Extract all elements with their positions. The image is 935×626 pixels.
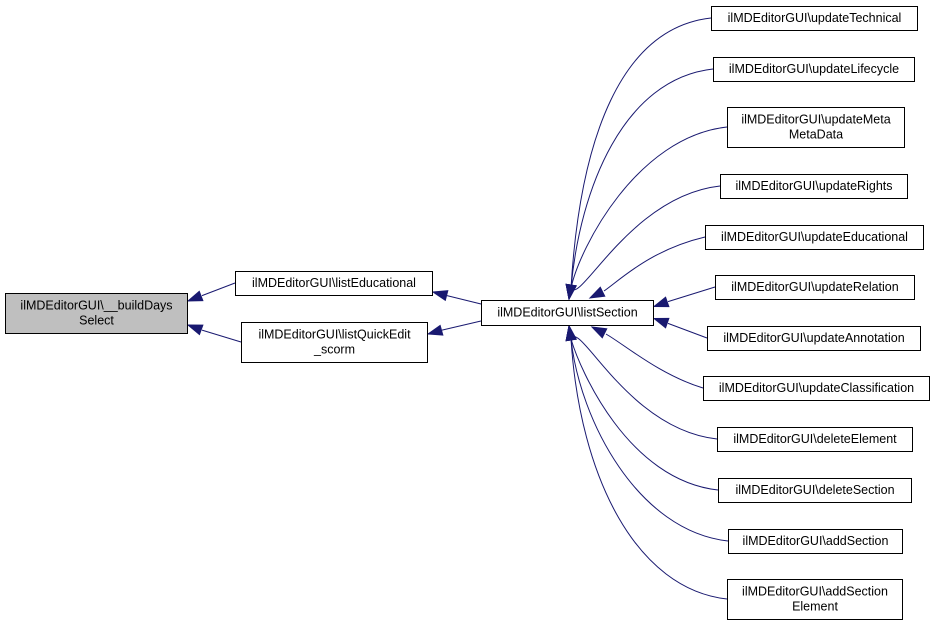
node-label: ilMDEditorGUI\listQuickEdit	[258, 328, 411, 342]
node-delete-section[interactable]: ilMDEditorGUI\deleteSection	[718, 478, 912, 503]
node-label: ilMDEditorGUI\updateMeta	[741, 113, 890, 127]
node-update-educational[interactable]: ilMDEditorGUI\updateEducational	[705, 225, 924, 250]
edges-layer	[186, 17, 729, 600]
node-box	[481, 300, 654, 326]
edge-list-section-to-list-quick-edit	[441, 320, 482, 331]
node-box	[705, 225, 924, 250]
arrowhead	[186, 324, 204, 336]
node-box	[713, 57, 915, 82]
node-label: _scorm	[313, 343, 355, 357]
node-label: ilMDEditorGUI\updateAnnotation	[723, 331, 904, 345]
node-label: ilMDEditorGUI\updateRelation	[731, 280, 898, 294]
arrowhead	[431, 290, 449, 302]
edge-list-section-to-list-educational	[446, 295, 482, 305]
node-update-technical[interactable]: ilMDEditorGUI\updateTechnical	[711, 6, 918, 31]
node-label: Select	[79, 314, 114, 328]
node-label: ilMDEditorGUI\deleteSection	[735, 483, 894, 497]
node-label: ilMDEditorGUI\updateClassification	[719, 381, 914, 395]
node-update-rights[interactable]: ilMDEditorGUI\updateRights	[720, 174, 908, 199]
edge-update-educational-to-list-section	[603, 236, 706, 292]
node-update-annotation[interactable]: ilMDEditorGUI\updateAnnotation	[707, 326, 921, 351]
node-label: ilMDEditorGUI\updateRights	[735, 179, 892, 193]
node-label: ilMDEditorGUI\listSection	[497, 306, 637, 320]
edge-add-section-to-list-section	[570, 338, 729, 542]
node-box	[715, 275, 915, 300]
arrowhead	[426, 324, 444, 336]
arrowhead	[652, 296, 670, 308]
node-box	[727, 107, 905, 148]
edge-update-annotation-to-list-section	[667, 322, 708, 339]
node-label: ilMDEditorGUI\addSection	[743, 534, 889, 548]
edge-list-educational-to-build-days	[201, 282, 236, 297]
node-box	[707, 326, 921, 351]
edge-update-rights-to-list-section	[570, 185, 721, 291]
node-add-section[interactable]: ilMDEditorGUI\addSection	[728, 529, 903, 554]
nodes-layer: ilMDEditorGUI\__buildDaysSelectilMDEdito…	[5, 6, 930, 620]
node-label: ilMDEditorGUI\deleteElement	[733, 432, 897, 446]
arrowhead	[565, 283, 577, 301]
node-update-classification[interactable]: ilMDEditorGUI\updateClassification	[703, 376, 930, 401]
node-delete-element[interactable]: ilMDEditorGUI\deleteElement	[717, 427, 913, 452]
node-box	[718, 478, 912, 503]
node-box	[703, 376, 930, 401]
node-box	[728, 529, 903, 554]
node-box	[717, 427, 913, 452]
node-list-educational[interactable]: ilMDEditorGUI\listEducational	[235, 271, 433, 296]
node-update-relation[interactable]: ilMDEditorGUI\updateRelation	[715, 275, 915, 300]
node-box	[727, 579, 903, 620]
edge-update-classification-to-list-section	[605, 333, 704, 389]
arrowhead	[652, 317, 670, 329]
arrowhead	[590, 326, 608, 339]
arrowhead	[565, 324, 577, 342]
node-update-lifecycle[interactable]: ilMDEditorGUI\updateLifecycle	[713, 57, 915, 82]
edge-update-relation-to-list-section	[667, 286, 716, 303]
node-box	[241, 322, 428, 363]
edge-add-section-element-to-list-section	[570, 338, 728, 600]
edge-update-technical-to-list-section	[570, 17, 712, 289]
node-label: ilMDEditorGUI\updateLifecycle	[729, 62, 899, 76]
edge-list-quick-edit-to-build-days	[201, 329, 242, 343]
node-box	[720, 174, 908, 199]
node-label: ilMDEditorGUI\__buildDays	[20, 299, 172, 313]
edge-delete-element-to-list-section	[570, 336, 718, 440]
node-box	[5, 293, 188, 334]
node-list-quick-edit[interactable]: ilMDEditorGUI\listQuickEdit_scorm	[241, 322, 428, 363]
node-label: Element	[792, 600, 838, 614]
node-list-section[interactable]: ilMDEditorGUI\listSection	[481, 300, 654, 326]
node-label: ilMDEditorGUI\updateTechnical	[728, 11, 902, 25]
node-label: ilMDEditorGUI\addSection	[742, 585, 888, 599]
arrowhead	[588, 286, 606, 299]
edge-delete-section-to-list-section	[570, 338, 719, 491]
arrowhead	[186, 290, 204, 302]
node-box	[711, 6, 918, 31]
edge-update-lifecycle-to-list-section	[570, 68, 714, 289]
node-label: ilMDEditorGUI\updateEducational	[721, 230, 908, 244]
node-label: ilMDEditorGUI\listEducational	[252, 276, 416, 290]
edge-update-meta-to-list-section	[570, 126, 728, 289]
node-label: MetaData	[789, 128, 843, 142]
node-box	[235, 271, 433, 296]
